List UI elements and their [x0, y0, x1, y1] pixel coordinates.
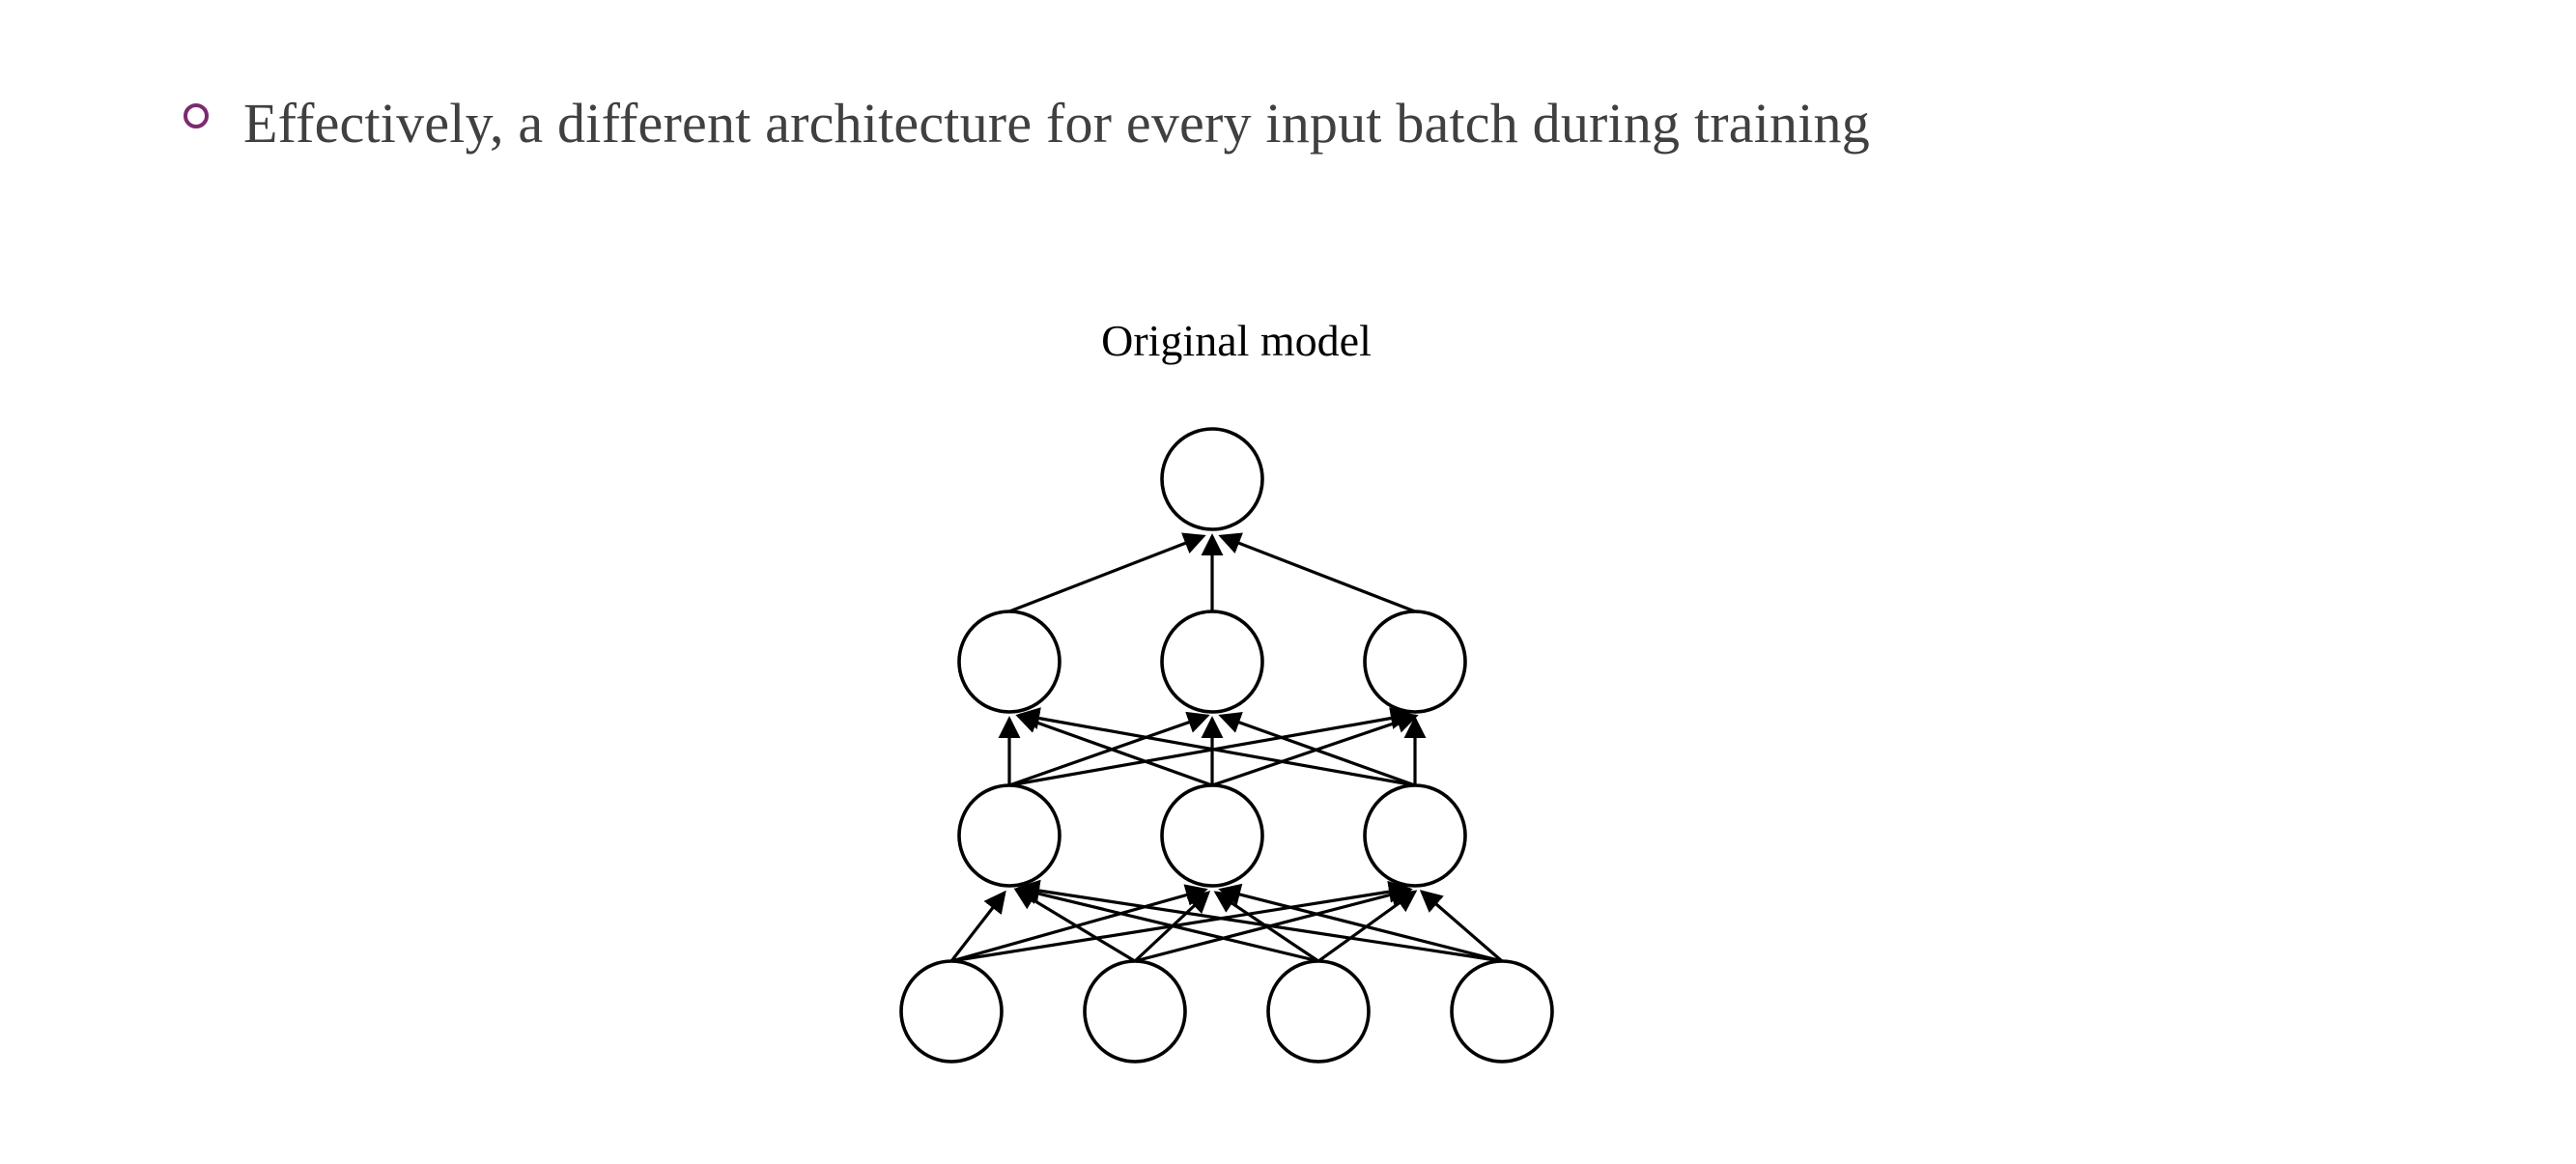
node-output-1: [1160, 427, 1264, 531]
node-hidden1-1: [957, 783, 1062, 888]
original-model-diagram: Original model: [850, 319, 1623, 1092]
node-input-4: [1450, 959, 1554, 1064]
node-input-3: [1266, 959, 1371, 1064]
hidden-layer-1-nodes: [957, 783, 1467, 888]
bullet-list-item: Effectively, a different architecture fo…: [184, 92, 1870, 155]
node-hidden2-1: [957, 610, 1062, 714]
hollow-circle-bullet-icon: [184, 103, 209, 128]
edge-group-input-to-hidden1: [949, 879, 1504, 963]
input-layer-nodes: [899, 959, 1554, 1064]
output-layer-nodes: [1160, 427, 1264, 531]
node-hidden2-2: [1160, 610, 1264, 714]
node-hidden1-2: [1160, 783, 1264, 888]
diagram-title: Original model: [1101, 316, 1372, 365]
node-hidden2-3: [1363, 610, 1467, 714]
node-input-2: [1083, 959, 1187, 1064]
neural-network-graph: [899, 427, 1554, 1064]
node-input-1: [899, 959, 1004, 1064]
hidden-layer-2-nodes: [957, 610, 1467, 714]
bullet-item-label: Effectively, a different architecture fo…: [243, 92, 1870, 155]
edge-group-hidden1-to-hidden2: [998, 707, 1427, 787]
node-hidden1-3: [1363, 783, 1467, 888]
edge-group-hidden2-to-output: [1008, 532, 1416, 613]
